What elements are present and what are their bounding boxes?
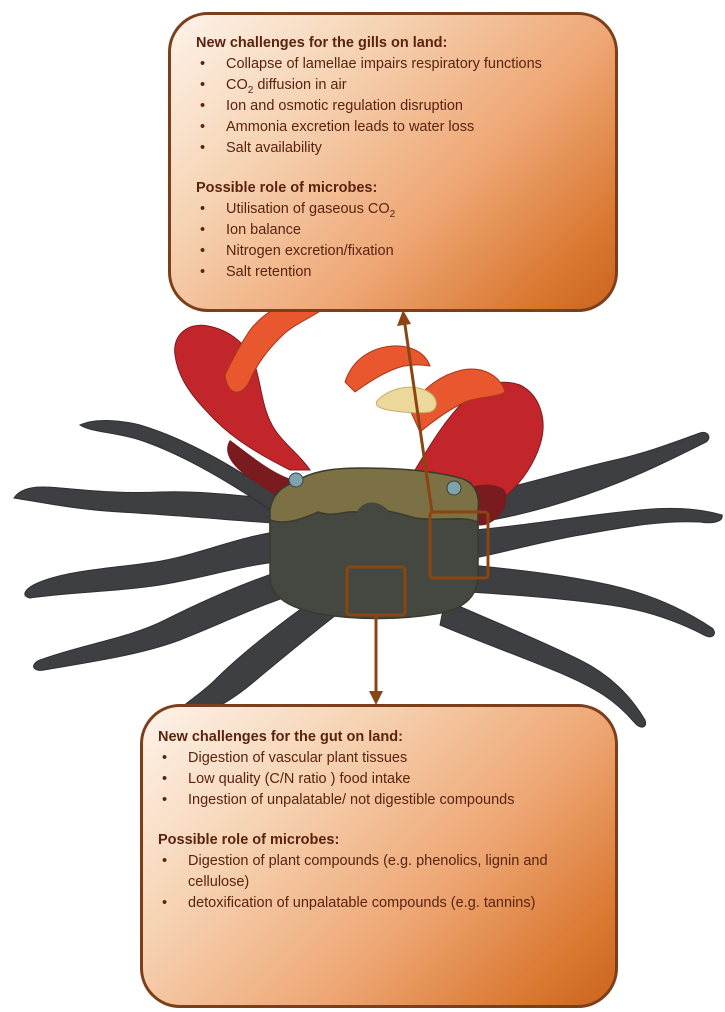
gills-challenges-list: •Collapse of lamellae impairs respirator…: [196, 54, 595, 159]
gut-challenges-list: •Digestion of vascular plant tissues •Lo…: [158, 748, 595, 811]
right-claw-finger: [345, 346, 430, 392]
list-item: •Low quality (C/N ratio ) food intake: [158, 769, 595, 790]
bullet-glyph: •: [162, 769, 167, 790]
gills-microbes-list: •Utilisation of gaseous CO2 •Ion balance…: [196, 199, 595, 283]
bullet-glyph: •: [200, 117, 205, 138]
gills-arrowhead: [397, 310, 411, 326]
bullet-glyph: •: [200, 262, 205, 283]
list-item: •detoxification of unpalatable compounds…: [158, 893, 595, 914]
bullet-glyph: •: [200, 138, 205, 159]
bullet-glyph: •: [200, 199, 205, 220]
right-leg-3: [470, 565, 714, 637]
list-item: •Salt availability: [196, 138, 595, 159]
list-item: •Ammonia excretion leads to water loss: [196, 117, 595, 138]
list-item: •Ingestion of unpalatable/ not digestibl…: [158, 790, 595, 811]
list-item: •Utilisation of gaseous CO2: [196, 199, 595, 220]
gut-info-box: New challenges for the gut on land: •Dig…: [140, 704, 618, 1008]
gut-arrowhead: [369, 691, 383, 705]
list-item: •Collapse of lamellae impairs respirator…: [196, 54, 595, 75]
gut-microbes-list: •Digestion of plant compounds (e.g. phen…: [158, 851, 595, 914]
bullet-glyph: •: [200, 96, 205, 117]
bullet-glyph: •: [200, 241, 205, 262]
list-item: •CO2 diffusion in air: [196, 75, 595, 96]
bullet-glyph: •: [200, 220, 205, 241]
bullet-glyph: •: [162, 851, 167, 872]
bullet-glyph: •: [200, 54, 205, 75]
bullet-glyph: •: [162, 748, 167, 769]
bullet-glyph: •: [162, 790, 167, 811]
gills-challenges-heading: New challenges for the gills on land:: [196, 33, 595, 54]
right-claw-pale: [376, 387, 436, 413]
bullet-glyph: •: [200, 75, 205, 96]
gills-microbes-heading: Possible role of microbes:: [196, 178, 595, 199]
list-item: •Digestion of plant compounds (e.g. phen…: [158, 851, 595, 893]
gut-microbes-heading: Possible role of microbes:: [158, 830, 595, 851]
bullet-glyph: •: [162, 893, 167, 914]
left-eye: [289, 473, 303, 487]
gills-info-box: New challenges for the gills on land: •C…: [168, 12, 618, 312]
gut-challenges-heading: New challenges for the gut on land:: [158, 727, 595, 748]
list-item: •Digestion of vascular plant tissues: [158, 748, 595, 769]
carapace-mark: [358, 503, 388, 529]
list-item: •Nitrogen excretion/fixation: [196, 241, 595, 262]
list-item: •Ion balance: [196, 220, 595, 241]
list-item: •Ion and osmotic regulation disruption: [196, 96, 595, 117]
list-item: •Salt retention: [196, 262, 595, 283]
right-eye: [447, 481, 461, 495]
carapace: [270, 468, 478, 619]
